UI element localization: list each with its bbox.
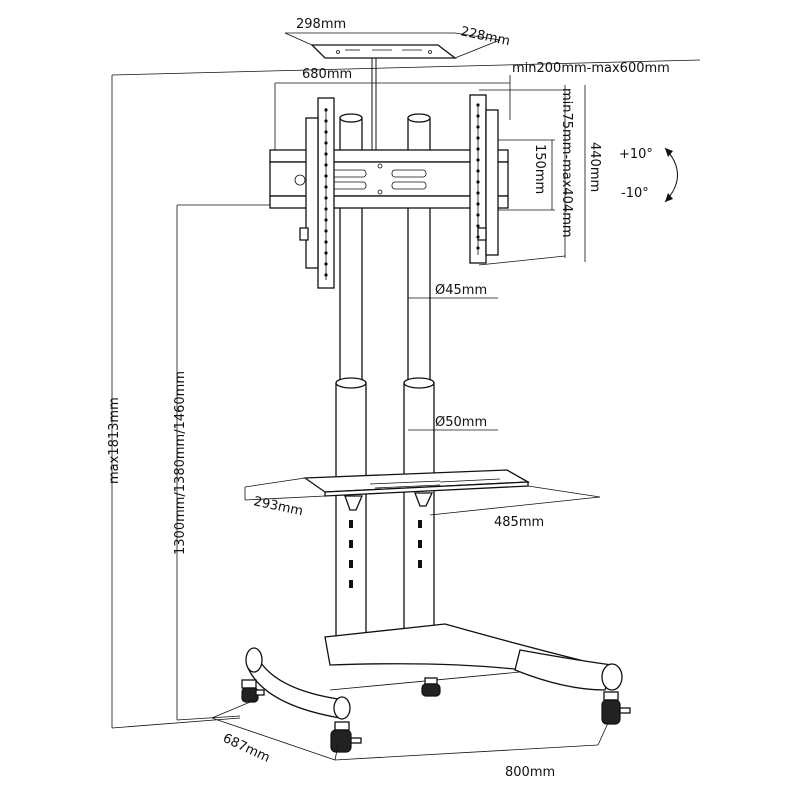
- vesa-hole: [324, 163, 328, 167]
- vesa-hole: [324, 207, 328, 211]
- shelf-dimension-lines: [244, 477, 601, 516]
- vesa-hole: [476, 202, 480, 206]
- vesa-hole: [476, 114, 480, 118]
- vesa-hole: [476, 191, 480, 195]
- vesa-holes: [324, 103, 480, 277]
- vesa-hole: [476, 147, 480, 151]
- vesa-hole: [476, 224, 480, 228]
- vesa-hole: [476, 136, 480, 140]
- base-dimension-lines: [211, 699, 609, 761]
- tilt-down-label: -10°: [621, 186, 649, 201]
- top-plate-width-label: 298mm: [296, 17, 346, 32]
- base-frame: [245, 623, 623, 720]
- height-options-label: 1300mm/1380mm/1460mm: [173, 371, 188, 555]
- upper-pole-diameter-label: Ø45mm: [435, 283, 487, 298]
- vesa-hole: [324, 240, 328, 244]
- vesa-vertical-label: min75mm-max404mm: [559, 88, 574, 238]
- vesa-hole: [324, 262, 328, 266]
- top-plate-dimension-lines: [284, 32, 501, 59]
- vesa-hole: [324, 152, 328, 156]
- shelf-width-label: 485mm: [494, 515, 544, 530]
- mount-width-label: 680mm: [302, 67, 352, 82]
- bracket-height-label: 150mm: [532, 144, 547, 194]
- vesa-hole: [324, 196, 328, 200]
- lower-pole-diameter-label: Ø50mm: [435, 415, 487, 430]
- vesa-hole: [476, 158, 480, 162]
- base-width-label: 800mm: [505, 765, 555, 780]
- vesa-hole: [476, 213, 480, 217]
- vesa-hole: [476, 235, 480, 239]
- vesa-hole: [324, 251, 328, 255]
- lower-poles: [335, 377, 435, 649]
- equipment-shelf: [303, 469, 531, 511]
- tilt-arrow-icon: [664, 147, 678, 203]
- vesa-hole: [324, 108, 328, 112]
- vesa-hole: [324, 218, 328, 222]
- height-dimension-lines: [111, 75, 270, 729]
- mount-dimension-lines: [111, 59, 701, 266]
- vesa-hole: [476, 180, 480, 184]
- vesa-hole: [476, 169, 480, 173]
- vesa-hole: [324, 119, 328, 123]
- vesa-hole: [324, 229, 328, 233]
- vesa-hole: [324, 273, 328, 277]
- tilt-up-label: +10°: [619, 147, 653, 162]
- vesa-hole: [476, 125, 480, 129]
- vesa-mount-bracket: [269, 94, 509, 384]
- max-height-label: max1813mm: [107, 397, 122, 484]
- vesa-hole: [324, 141, 328, 145]
- vesa-hole: [324, 130, 328, 134]
- vesa-hole: [476, 246, 480, 250]
- vesa-hole: [324, 185, 328, 189]
- vesa-hole: [476, 103, 480, 107]
- caster-wheels: [241, 677, 631, 753]
- vesa-hole: [324, 174, 328, 178]
- vesa-horizontal-label: min200mm-max600mm: [512, 61, 670, 76]
- mount-height-label: 440mm: [587, 142, 602, 192]
